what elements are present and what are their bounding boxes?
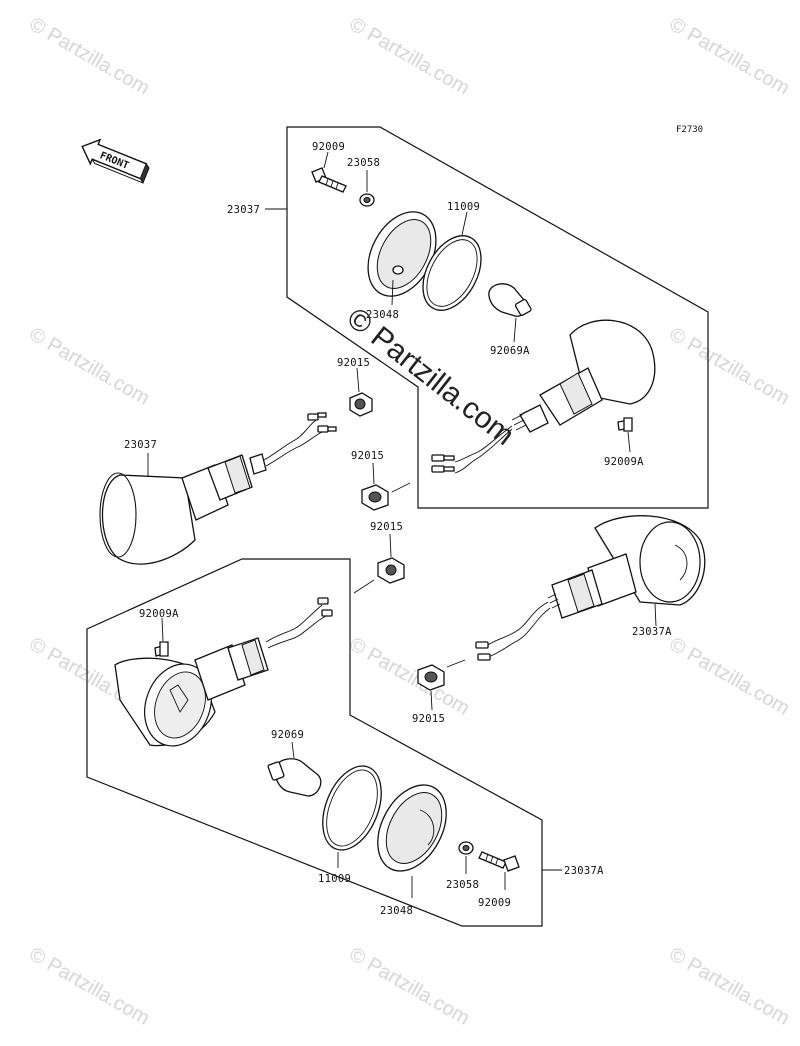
label-nut-1: 92015 xyxy=(337,357,370,369)
washer-top xyxy=(359,170,375,207)
label-assembly-bottom: 23037A xyxy=(564,865,604,877)
bolt-bottom xyxy=(478,851,520,890)
watermark: © Partzilla.com xyxy=(346,13,474,99)
watermark: © Partzilla.com xyxy=(666,633,794,719)
watermark: © Partzilla.com xyxy=(666,13,794,99)
gasket-bottom xyxy=(322,765,382,868)
label-washer-bottom: 23058 xyxy=(446,879,479,891)
watermark: © Partzilla.com xyxy=(346,943,474,1029)
lamp-upper-right xyxy=(431,319,656,474)
label-screw-right: 92009A xyxy=(604,456,644,468)
label-assembly-right: 23037A xyxy=(632,626,672,638)
washer-bottom xyxy=(458,841,474,874)
part-labels: 92009 23058 11009 23037 23048 92069A 920… xyxy=(124,141,672,917)
front-arrow-icon: FRONT xyxy=(81,138,150,185)
gasket-top xyxy=(422,211,482,311)
watermark: © Partzilla.com xyxy=(666,943,794,1029)
lamp-left xyxy=(99,412,337,565)
nut-1 xyxy=(349,367,373,417)
lower-group-outline xyxy=(86,558,543,927)
center-watermark: © Partzilla.com xyxy=(341,302,521,452)
label-nut-2: 92015 xyxy=(351,450,384,462)
watermark: © Partzilla.com xyxy=(666,323,794,409)
bulb-bottom xyxy=(267,741,322,797)
bulb-top xyxy=(488,283,532,343)
lamp-right xyxy=(475,515,706,661)
watermark: © Partzilla.com xyxy=(26,323,154,409)
nut-3 xyxy=(353,533,405,594)
upper-group-outline xyxy=(286,126,709,509)
label-gasket-bottom: 11009 xyxy=(318,873,351,885)
label-bolt-top: 92009 xyxy=(312,141,345,153)
watermark: © Partzilla.com xyxy=(26,13,154,99)
screw-lower-left xyxy=(154,617,169,657)
lamp-lower-left-body xyxy=(114,597,333,747)
label-bulb-top: 92069A xyxy=(490,345,530,357)
label-assembly-left: 23037 xyxy=(124,439,157,451)
figure-code: F2730 xyxy=(676,125,703,135)
label-lens-top: 23048 xyxy=(366,309,399,321)
label-gasket-top: 11009 xyxy=(447,201,480,213)
label-nut-4: 92015 xyxy=(412,713,445,725)
nut-2 xyxy=(361,462,411,511)
label-washer-top: 23058 xyxy=(347,157,380,169)
label-assembly-top: 23037 xyxy=(227,204,260,216)
label-bulb-bottom: 92069 xyxy=(271,729,304,741)
bolt-top xyxy=(311,151,347,193)
label-nut-3: 92015 xyxy=(370,521,403,533)
nut-4 xyxy=(417,659,466,711)
screw-upper-right xyxy=(617,417,633,453)
watermark: © Partzilla.com xyxy=(346,633,474,719)
label-lens-bottom: 23048 xyxy=(380,905,413,917)
watermark: © Partzilla.com xyxy=(26,943,154,1029)
label-bolt-bottom: 92009 xyxy=(478,897,511,909)
label-screw-left: 92009A xyxy=(139,608,179,620)
lens-bottom xyxy=(377,784,447,898)
